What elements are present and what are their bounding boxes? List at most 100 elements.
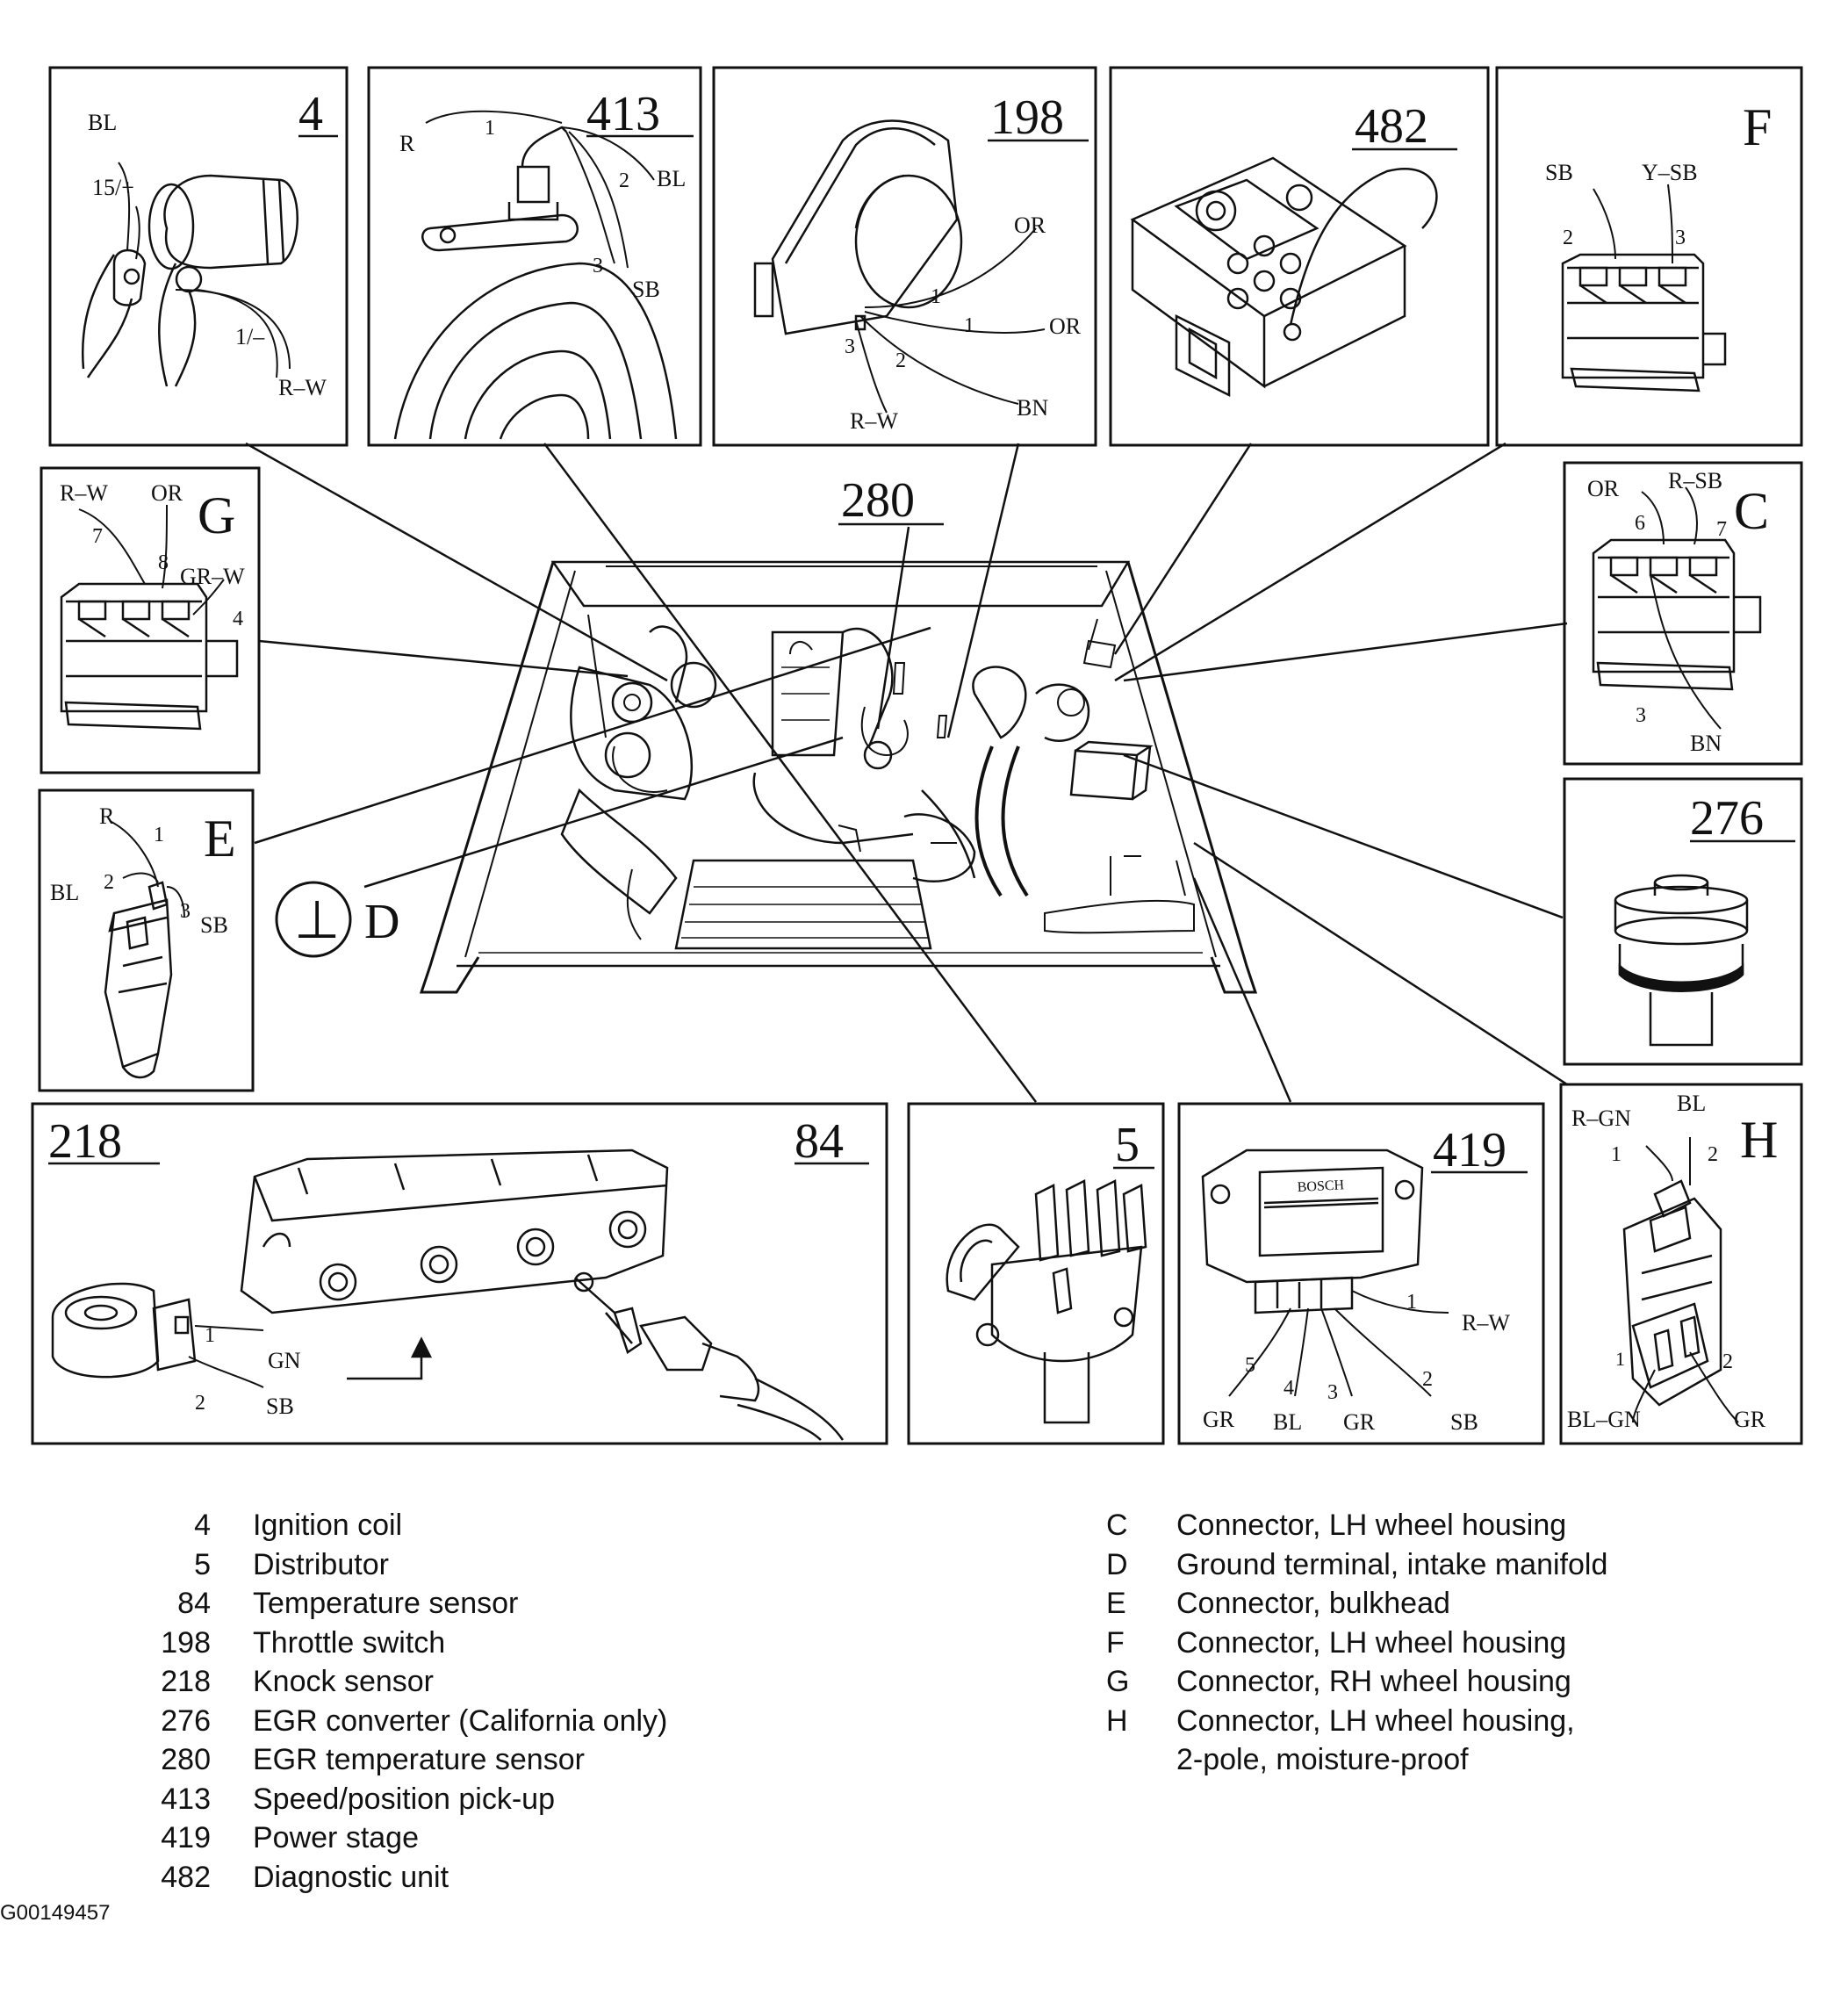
legend-desc: 2-pole, moisture-proof — [1176, 1743, 1469, 1776]
component-location-diagram: 4 BL 15/+ 1/– R–W 413 R 1 2 BL 3 SB 198 … — [31, 66, 1803, 1445]
panel-413-title: 413 — [586, 87, 660, 141]
temperature-sensor-drawing — [573, 1271, 845, 1441]
panel-413-label: R — [399, 131, 415, 156]
panel-f-label: 3 — [1675, 227, 1686, 249]
leader-lines — [245, 442, 1568, 1103]
legend-code: C — [1106, 1509, 1128, 1542]
legend-desc: EGR converter (California only) — [253, 1703, 668, 1738]
legend-code: 280 — [161, 1743, 211, 1776]
panel-413-label: BL — [657, 166, 686, 191]
legend-item: 2-pole, moisture-proof — [1106, 1740, 1607, 1780]
legend-item: 482 Diagnostic unit — [114, 1858, 667, 1898]
panel-482-frame — [1109, 66, 1490, 447]
power-stage-drawing — [1201, 1149, 1449, 1397]
panel-198-label: OR — [1014, 212, 1046, 238]
panel-e-title: E — [204, 810, 236, 868]
panel-e-label: 2 — [104, 871, 114, 894]
power-stage-brand: BOSCH — [1297, 1177, 1345, 1195]
panel-g-label: GR–W — [180, 564, 245, 589]
panel-f-label: SB — [1545, 160, 1573, 185]
legend-desc: Connector, RH wheel housing — [1176, 1665, 1571, 1698]
ground-symbol: ⊥ — [294, 891, 340, 949]
panel-4-label: BL — [88, 110, 117, 135]
panel-198-label: 1 — [931, 285, 941, 308]
legend-desc: Throttle switch — [253, 1625, 446, 1660]
panel-h-frame — [1559, 1083, 1803, 1445]
panel-482-title: 482 — [1355, 99, 1428, 154]
panel-413-label: 2 — [619, 169, 629, 192]
panel-419-label: 1 — [1406, 1291, 1417, 1314]
panel-5-title: 5 — [1115, 1118, 1140, 1172]
legend-code: H — [1106, 1703, 1128, 1738]
legend-desc: Connector, LH wheel housing — [1176, 1625, 1567, 1660]
panel-419-label: 5 — [1245, 1354, 1255, 1377]
legend-code — [1106, 1740, 1141, 1780]
panel-198-frame — [712, 66, 1097, 447]
panel-218-label: 2 — [195, 1392, 205, 1415]
knock-sensor-drawing — [51, 1282, 264, 1388]
legend-desc: Diagnostic unit — [253, 1860, 449, 1894]
connector-f-drawing — [1561, 184, 1727, 392]
panel-4-title: 4 — [298, 87, 323, 141]
panel-419-title: 419 — [1433, 1123, 1506, 1177]
ground-terminal-label: D — [364, 895, 399, 949]
connector-e-drawing — [104, 820, 185, 1079]
legend-code: 276 — [161, 1703, 211, 1738]
legend-code: 482 — [161, 1860, 211, 1894]
panel-h-label: R–GN — [1571, 1105, 1631, 1131]
panel-413-label: SB — [632, 277, 660, 302]
panel-198-title: 198 — [990, 90, 1064, 145]
legend-desc: Distributor — [253, 1547, 389, 1581]
panel-4-label: R–W — [278, 375, 327, 400]
panel-198-label: R–W — [850, 408, 898, 434]
panel-4-label: 1/– — [235, 324, 265, 349]
legend-code: G — [1106, 1665, 1130, 1698]
panel-c-title: C — [1734, 482, 1769, 540]
legend-desc: Connector, LH wheel housing — [1176, 1509, 1567, 1542]
panel-g-label: OR — [151, 480, 183, 506]
legend-desc: Connector, bulkhead — [1176, 1587, 1450, 1620]
panel-198-label: 3 — [845, 335, 855, 358]
panel-h-label: GR — [1734, 1407, 1766, 1432]
egr-temp-sensor-label: 280 — [841, 473, 915, 528]
throttle-switch-drawing — [753, 119, 1046, 414]
legend-item: G Connector, RH wheel housing — [1106, 1662, 1607, 1702]
panel-g-label: 4 — [233, 608, 243, 630]
panel-f-label: Y–SB — [1642, 160, 1698, 185]
engine-bay-illustration — [419, 560, 1258, 994]
panel-h-label: BL — [1677, 1091, 1706, 1116]
panel-198-label: OR — [1049, 313, 1082, 339]
panel-198-label: BN — [1017, 395, 1048, 421]
legend-desc: Speed/position pick-up — [253, 1782, 556, 1816]
panel-198-label: 2 — [895, 349, 906, 372]
panel-413-frame — [367, 66, 702, 447]
panel-5-frame — [907, 1102, 1165, 1445]
panel-419-frame — [1177, 1102, 1545, 1445]
ground-symbol-circle — [275, 881, 352, 958]
connector-h-drawing — [1622, 1137, 1739, 1423]
legend-item: C Connector, LH wheel housing — [1106, 1506, 1607, 1545]
panel-c-label: R–SB — [1668, 468, 1722, 493]
panel-419-label: R–W — [1462, 1310, 1510, 1336]
panel-276-frame — [1563, 777, 1803, 1066]
diagnostic-unit-drawing — [1130, 156, 1438, 398]
speed-pickup-drawing — [393, 110, 678, 440]
panel-h-label: BL–GN — [1567, 1407, 1641, 1432]
distributor-drawing — [946, 1179, 1147, 1424]
panel-h-label: 2 — [1722, 1350, 1733, 1373]
panel-276-title: 276 — [1690, 791, 1764, 846]
panel-218-label: SB — [266, 1393, 294, 1419]
panel-g-title: G — [198, 486, 235, 544]
panel-f-frame — [1495, 66, 1803, 447]
panel-419-label: 3 — [1327, 1381, 1338, 1404]
connector-c-drawing — [1592, 486, 1762, 730]
connector-g-drawing — [60, 504, 239, 731]
